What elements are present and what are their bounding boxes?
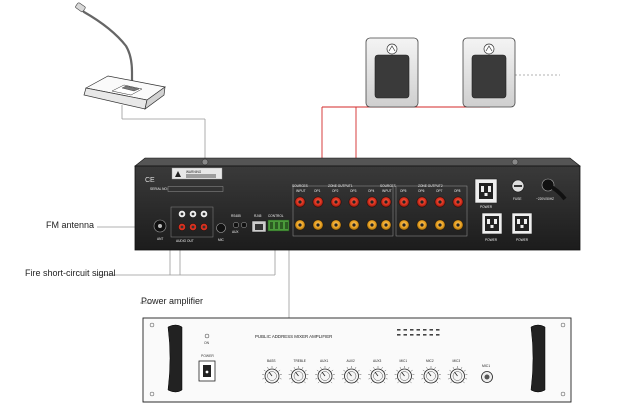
speaker-grille <box>375 55 409 98</box>
led-icon <box>423 329 427 331</box>
fire-signal-label: Fire short-circuit signal <box>25 268 116 278</box>
sources-right-label: SOURCES <box>380 184 396 188</box>
desk-microphone <box>75 2 165 109</box>
power-label-top: POWER <box>480 205 493 209</box>
knob-label: AUX3 <box>373 359 382 363</box>
power-amplifier-label: Power amplifier <box>141 296 203 306</box>
led-icon <box>430 329 434 331</box>
led-icon <box>404 329 408 331</box>
power-socket-left <box>482 213 502 234</box>
jack-label: OP6 <box>418 189 425 193</box>
gooseneck <box>80 7 132 82</box>
knob-label: BASS <box>267 359 276 363</box>
knob-label: TREBLE <box>294 359 306 363</box>
sources-left-label: SOURCES <box>292 184 308 188</box>
knob-label: MIC3 <box>453 359 461 363</box>
jack-label: INPUT <box>382 189 392 193</box>
power-socket-right <box>512 213 532 234</box>
jack-label: OP5 <box>400 189 407 193</box>
aux-jack-icon <box>233 222 239 228</box>
led-icon <box>397 329 401 331</box>
led-icon <box>417 329 421 331</box>
mixer-rear-panel: CE WARNING SERIAL NO: ANT AUDIO OUT MIC … <box>135 158 580 250</box>
rs485-label: RS485 <box>231 214 241 218</box>
power-socket-top <box>475 179 497 203</box>
ce-mark: CE <box>145 177 155 184</box>
jack-label: OP3 <box>350 189 357 193</box>
fuse-label: FUSE <box>513 197 522 201</box>
rack-handle-right <box>531 325 545 392</box>
serial-label: SERIAL NO: <box>150 187 168 191</box>
knob-label: AUX1 <box>320 359 329 363</box>
zone-output1-label: ZONE OUTPUT1 <box>328 184 353 188</box>
led-icon <box>410 334 414 336</box>
jack-label: OP8 <box>454 189 461 193</box>
knob-label: MIC1 <box>400 359 408 363</box>
led-icon <box>404 334 408 336</box>
jack-label: OP4 <box>368 189 375 193</box>
power-label-left: POWER <box>485 238 498 242</box>
wall-speaker-1 <box>366 38 418 107</box>
amp-power-label: POWER <box>201 354 214 358</box>
speaker-grille <box>472 55 506 98</box>
jack-label: OP2 <box>332 189 339 193</box>
zone-output2-label: ZONE OUTPUT2 <box>418 184 443 188</box>
aux-jack-icon <box>241 222 247 228</box>
power-amplifier-front: ON POWER PUBLIC ADDRESS MIXER AMPLIFIER … <box>143 318 571 402</box>
led-icon <box>410 329 414 331</box>
control-label: CONTROL <box>268 214 284 218</box>
mic-label: MIC <box>218 238 225 242</box>
amp-title: PUBLIC ADDRESS MIXER AMPLIFIER <box>255 334 332 339</box>
power-label-right: POWER <box>516 238 529 242</box>
on-label: ON <box>204 341 210 345</box>
knob-label: AUX2 <box>347 359 356 363</box>
aux-label: AUX <box>232 230 239 234</box>
ac-input-label: ~220V/50HZ <box>536 197 554 201</box>
jack-label: OP7 <box>436 189 443 193</box>
ant-label: ANT <box>157 237 163 241</box>
jack-label: INPUT <box>296 189 306 193</box>
led-icon <box>430 334 434 336</box>
knob-label: MIC2 <box>426 359 434 363</box>
mic-input-label: MIC1 <box>482 364 490 368</box>
led-icon <box>436 329 440 331</box>
jack-label: OP1 <box>314 189 321 193</box>
mic-jack-icon <box>217 224 226 233</box>
screw-icon <box>512 159 518 165</box>
led-icon <box>423 334 427 336</box>
svg-text:RJ45: RJ45 <box>254 214 262 218</box>
wall-speaker-2 <box>463 38 515 107</box>
fm-antenna-label: FM antenna <box>46 220 94 230</box>
screw-icon <box>202 159 208 165</box>
led-icon <box>397 334 401 336</box>
rack-handle-left <box>168 325 182 392</box>
led-icon <box>417 334 421 336</box>
warning-text: WARNING <box>186 170 202 174</box>
audio-out-label: AUDIO OUT <box>176 239 194 243</box>
led-icon <box>436 334 440 336</box>
